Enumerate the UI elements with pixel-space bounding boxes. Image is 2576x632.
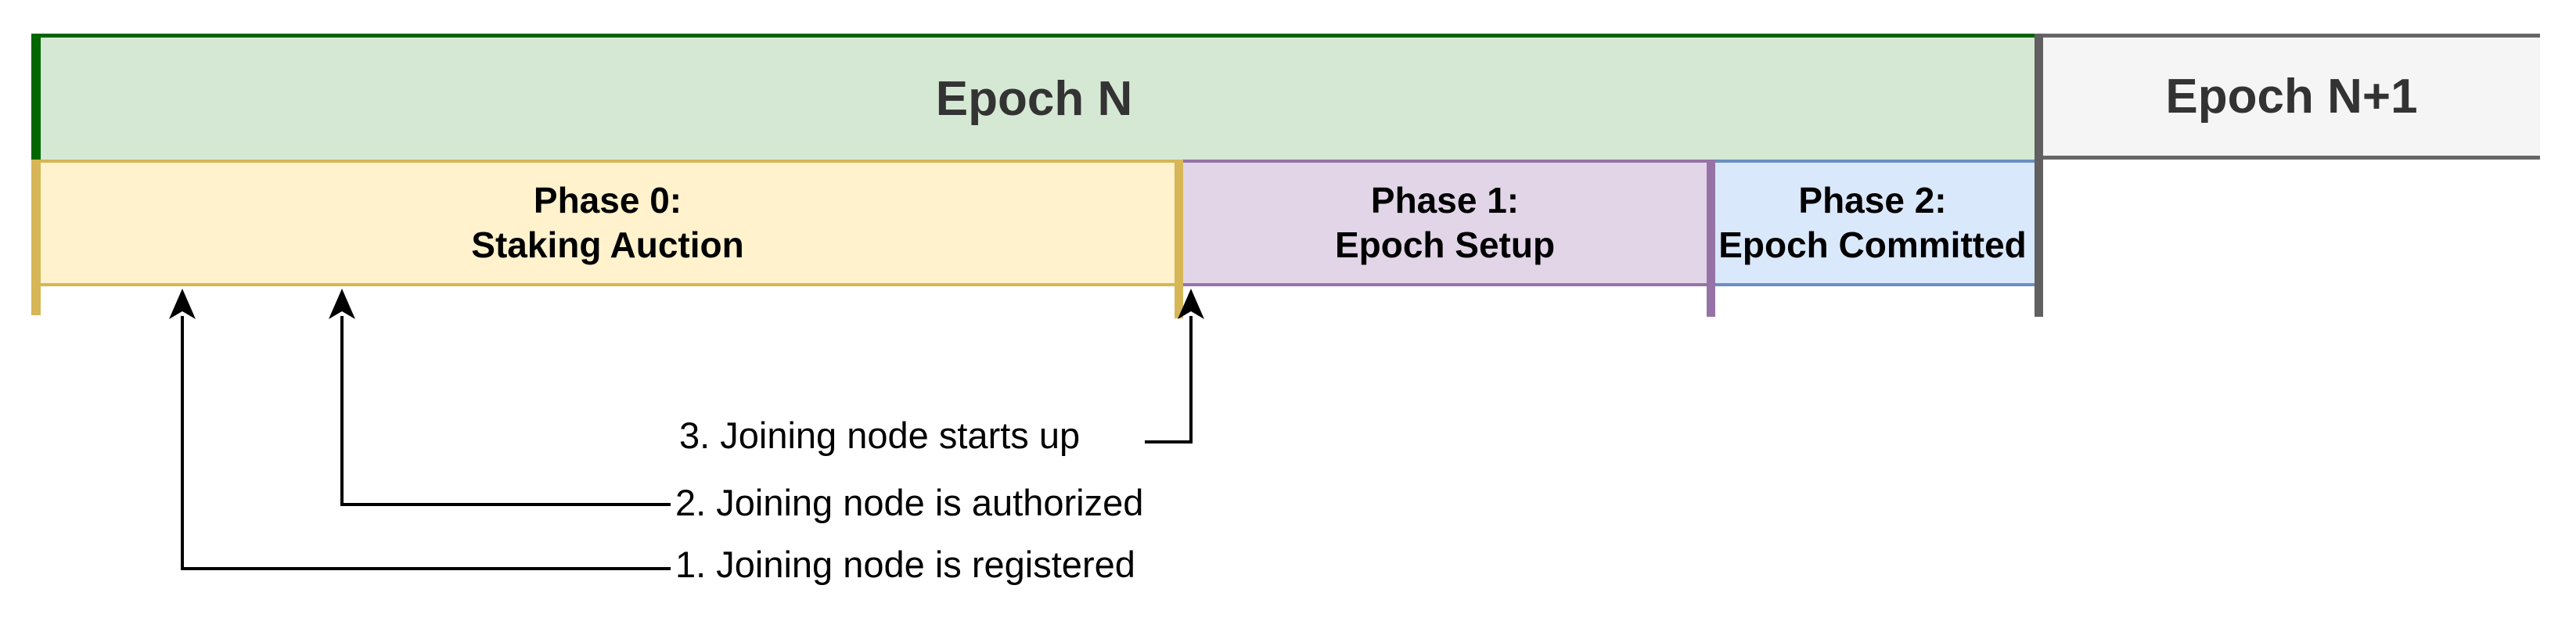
phase-0-title: Phase 0: (533, 180, 682, 221)
phase-1-title: Phase 1: (1370, 180, 1520, 221)
epoch-boundary-divider (2035, 34, 2043, 317)
annotation-node-registered: 1. Joining node is registered (675, 544, 1135, 585)
epoch-n-plus-1-bar: Epoch N+1 (2043, 34, 2540, 160)
phase-0-subtitle: Staking Auction (471, 224, 744, 265)
phase-1-end-tick (1707, 160, 1715, 317)
annotation-node-authorized: 2. Joining node is authorized (675, 482, 1144, 523)
annotation-node-starts-up: 3. Joining node starts up (679, 415, 1081, 456)
epoch-n-label: Epoch N (935, 71, 1133, 126)
phase-2-title: Phase 2: (1798, 180, 1947, 221)
epoch-n-bar: Epoch N (34, 34, 2035, 160)
arrow-2-connector (340, 316, 671, 506)
phase-2-bar: Phase 2: Epoch Committed (1711, 160, 2035, 286)
arrow-3-connector (1145, 316, 1193, 443)
epoch-n-plus-1-label: Epoch N+1 (2165, 70, 2418, 124)
phase-1-bar: Phase 1: Epoch Setup (1179, 160, 1711, 286)
arrow-1-connector (181, 316, 671, 570)
arrow-1-head (169, 289, 196, 319)
phase-2-subtitle: Epoch Committed (1718, 224, 2027, 265)
arrow-2-head (329, 289, 355, 319)
phase-0-bar: Phase 0: Staking Auction (36, 160, 1179, 286)
phase-1-subtitle: Epoch Setup (1334, 224, 1556, 265)
phase-0-start-tick (31, 160, 41, 315)
epoch-n-start-marker (31, 34, 41, 160)
phase-0-end-tick (1175, 160, 1183, 318)
